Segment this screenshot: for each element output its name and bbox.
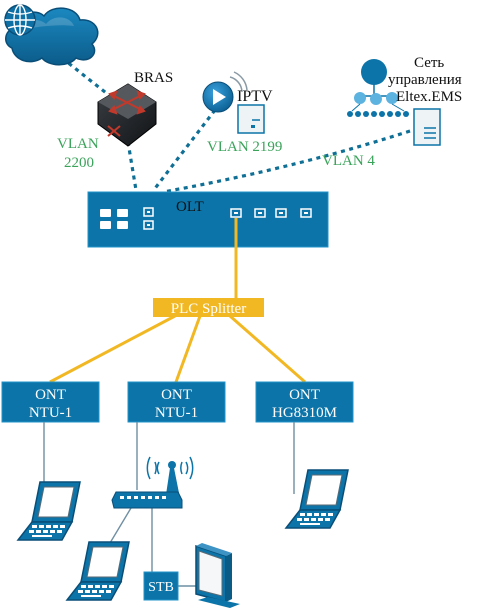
mgmt-label-line2: управления <box>388 72 462 88</box>
iptv-label: IPTV <box>237 88 273 105</box>
link-splitter-ont1 <box>49 314 176 384</box>
fiber-links <box>49 218 306 384</box>
laptop-icon <box>65 541 130 601</box>
link-bras-olt <box>126 141 138 191</box>
link-cloud-bras <box>61 56 116 102</box>
management-network-icon <box>347 59 409 117</box>
splitter-label: PLC Splitter <box>171 301 246 317</box>
link-splitter-ont2 <box>174 315 202 383</box>
mgmt-label-line1: Сеть <box>414 55 444 71</box>
dashed-links <box>61 56 411 194</box>
ont1-label-line2: NTU-1 <box>29 405 72 421</box>
link-iptv-olt <box>151 109 217 192</box>
stb-label: STB <box>148 580 174 595</box>
olt-device <box>87 191 329 248</box>
laptop-icon <box>16 481 81 541</box>
link-splitter-ont3 <box>229 314 306 384</box>
ont3-label-line1: ONT <box>289 387 320 403</box>
client-links <box>43 422 295 587</box>
iptv-play-icon <box>202 71 248 113</box>
olt-ports <box>100 209 128 229</box>
mgmt-label-line3: Eltex.EMS <box>396 89 462 105</box>
ont2-label-line1: ONT <box>161 387 192 403</box>
olt-label: OLT <box>176 199 204 215</box>
stb-device <box>143 571 179 601</box>
ont1-label-line1: ONT <box>35 387 66 403</box>
ont3-label-line2: HG8310M <box>272 405 337 421</box>
server-icon <box>237 104 265 134</box>
router-icon <box>97 83 157 147</box>
olt-sfp-ports <box>143 207 312 230</box>
ont-1 <box>1 381 100 423</box>
vlan-bras-label-line1: VLAN <box>57 136 99 152</box>
tv-monitor-icon <box>195 543 240 608</box>
ont2-label-line2: NTU-1 <box>155 405 198 421</box>
globe-icon <box>4 4 36 36</box>
ont-2 <box>127 381 226 423</box>
vlan-iptv-label: VLAN 2199 <box>207 139 282 155</box>
bras-label: BRAS <box>134 70 173 86</box>
server-icon <box>413 108 441 146</box>
laptop-icon <box>284 469 349 529</box>
wifi-router-icon <box>111 456 194 509</box>
plc-splitter <box>153 298 264 317</box>
vlan-mgmt-label: VLAN 4 <box>322 153 375 169</box>
link-mgmt-olt <box>162 129 411 194</box>
vlan-bras-label-line2: 2200 <box>64 155 94 171</box>
ont-3 <box>255 381 354 423</box>
